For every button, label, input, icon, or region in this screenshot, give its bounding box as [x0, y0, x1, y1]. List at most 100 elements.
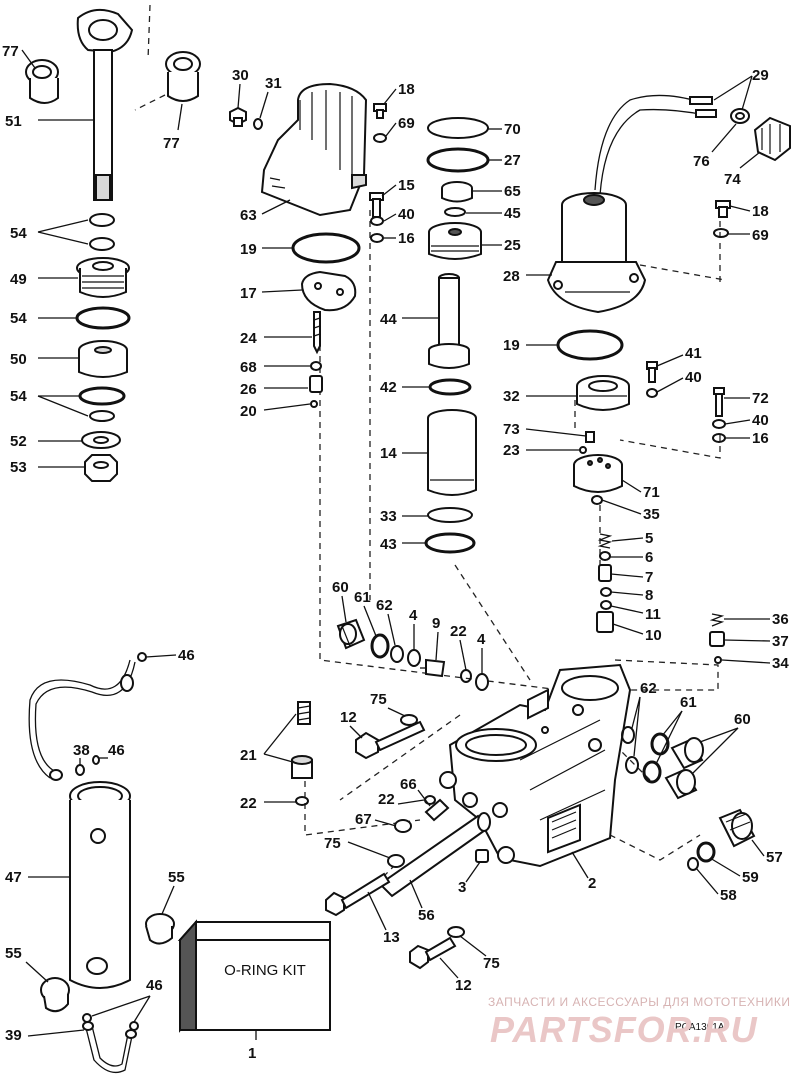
callout-leader-line	[263, 753, 301, 765]
valve-57	[718, 808, 756, 848]
callout-leader-line	[37, 395, 89, 417]
callout-leader-line	[611, 537, 644, 542]
o-ring-54-mid	[75, 306, 131, 330]
callout-number: 15	[398, 177, 415, 194]
callout-leader-line	[133, 995, 151, 1023]
callout-number: 37	[772, 633, 789, 650]
valve-60-left	[336, 618, 366, 650]
ring-22-left	[295, 796, 309, 806]
valve-60-right-a	[670, 737, 704, 770]
washer-69-left	[373, 133, 387, 143]
valve-7	[598, 564, 612, 582]
bushing-77-right	[165, 51, 201, 102]
callout-leader-line	[439, 957, 459, 979]
callout-number: 58	[720, 887, 737, 904]
bolt-12-lower	[409, 936, 457, 970]
callout-number: 27	[504, 152, 521, 169]
ring-58	[687, 857, 699, 871]
callout-number: 56	[418, 907, 435, 924]
plug-37	[709, 631, 725, 647]
o-ring-kit-box: O-RING KIT	[177, 919, 331, 1033]
valve-26	[309, 375, 323, 393]
callout-number: 44	[380, 311, 397, 328]
nut-53	[84, 454, 118, 482]
washer-40-left	[370, 216, 384, 226]
callout-leader-line	[435, 631, 439, 661]
callout-number: 16	[752, 430, 769, 447]
callout-number: 76	[693, 153, 710, 170]
ring-6	[599, 551, 611, 561]
callout-leader-line	[261, 289, 303, 293]
callout-leader-line	[661, 710, 683, 737]
callout-number: 62	[376, 597, 393, 614]
callout-number: 40	[685, 369, 702, 386]
callout-leader-line	[739, 151, 761, 169]
fitting-21	[291, 701, 313, 779]
callout-leader-line	[145, 654, 177, 658]
callout-number: 12	[340, 709, 357, 726]
wire-leads-29	[594, 94, 717, 196]
callout-number: 22	[240, 795, 257, 812]
callout-leader-line	[711, 123, 737, 153]
callout-leader-line	[237, 83, 241, 109]
callout-number: 40	[398, 206, 415, 223]
plate-17	[300, 270, 357, 312]
callout-number: 49	[10, 271, 27, 288]
callout-number: 63	[240, 207, 257, 224]
o-ring-61-left	[370, 633, 390, 659]
callout-number: 17	[240, 285, 257, 302]
bolt-12-upper	[355, 720, 426, 760]
callout-number: 23	[503, 442, 520, 459]
callout-number: 19	[503, 337, 520, 354]
callout-leader-line	[37, 219, 89, 233]
callout-leader-line	[383, 213, 397, 222]
callout-number: 66	[400, 776, 417, 793]
ring-8	[600, 587, 612, 597]
callout-number: 68	[240, 359, 257, 376]
valve-66	[424, 798, 450, 822]
o-ring-54-top	[89, 213, 115, 227]
callout-number: 53	[10, 459, 27, 476]
callout-leader-line	[621, 479, 642, 493]
screw-24	[313, 311, 321, 355]
ring-35	[591, 495, 603, 505]
o-ring-43	[424, 532, 476, 554]
check-valve-9	[420, 658, 446, 678]
callout-leader-line	[383, 88, 397, 105]
bushing-55-left	[40, 977, 70, 1013]
callout-number: 6	[645, 549, 653, 566]
sensor-74	[753, 116, 791, 162]
rod-56	[378, 812, 491, 898]
callout-leader-line	[349, 725, 363, 739]
washer-40-mid	[646, 388, 658, 398]
o-ring-61-right-b	[642, 760, 662, 784]
callout-leader-line	[713, 75, 753, 101]
callout-number: 25	[504, 237, 521, 254]
ring-62-left	[390, 645, 404, 663]
spring-36	[709, 613, 725, 627]
spring-5	[597, 533, 613, 549]
callout-number: 5	[645, 530, 653, 547]
o-ring-61-right-a	[650, 732, 670, 756]
callout-number: 2	[588, 875, 596, 892]
ring-22-mid	[424, 795, 436, 805]
callout-number: 26	[240, 381, 257, 398]
ring-46-lower-a	[82, 1013, 92, 1023]
callout-number: 30	[232, 67, 249, 84]
o-ring-33	[427, 507, 473, 523]
callout-leader-line	[601, 499, 642, 515]
tube-46-upper	[28, 659, 136, 781]
washer-75-mid	[387, 854, 405, 868]
callout-leader-line	[387, 707, 406, 717]
callout-number: 46	[146, 977, 163, 994]
callout-number: 12	[455, 977, 472, 994]
piston-25	[428, 222, 482, 260]
tube-39	[82, 1021, 137, 1074]
o-ring-54-lower	[78, 386, 126, 406]
ring-22-upper	[460, 669, 472, 683]
callout-number: 4	[409, 607, 418, 624]
pin-3	[475, 849, 489, 863]
callout-leader-line	[723, 639, 771, 642]
ball-23	[579, 446, 587, 454]
